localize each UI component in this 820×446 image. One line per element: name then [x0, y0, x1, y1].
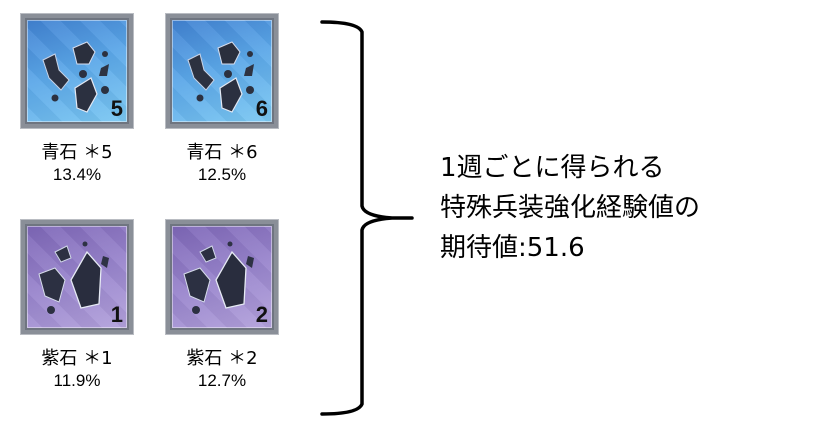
item-label: 紫石 ＊2	[186, 348, 258, 369]
blue-stone-icon: 5	[21, 14, 133, 128]
purple-stone-icon: 1	[21, 220, 133, 334]
summary-line-1: 1週ごとに得られる	[440, 153, 665, 183]
ore-fragments-icon	[183, 241, 254, 314]
ore-fragments-icon	[42, 41, 109, 113]
purple-stone-icon: 2	[166, 220, 278, 334]
item-probability: 13.4%	[52, 165, 102, 184]
item-blue-stone-6: 6 青石 ＊6 12.5%	[164, 14, 280, 186]
item-label: 紫石 ＊1	[41, 348, 113, 369]
item-count: 6	[255, 96, 268, 121]
item-probability: 12.5%	[197, 165, 247, 184]
item-probability: 12.7%	[197, 371, 247, 390]
item-count: 5	[110, 96, 123, 121]
item-blue-stone-5: 5 青石 ＊5 13.4%	[19, 14, 135, 186]
item-purple-stone-1: 1 紫石 ＊1 11.9%	[19, 220, 135, 392]
expected-value-summary: 1週ごとに得られる 特殊兵装強化経験値の 期待値:51.6	[440, 148, 700, 268]
item-count: 1	[110, 302, 123, 327]
ore-fragments-icon	[187, 41, 254, 113]
summary-line-2: 特殊兵装強化経験値の	[440, 193, 701, 223]
item-purple-stone-2: 2 紫石 ＊2 12.7%	[164, 220, 280, 392]
blue-stone-icon: 6	[166, 14, 278, 128]
item-label: 青石 ＊5	[41, 142, 113, 163]
item-count: 2	[255, 302, 268, 327]
ore-fragments-icon	[38, 241, 109, 314]
curly-brace-icon	[320, 20, 414, 416]
summary-line-3: 期待値:51.6	[440, 233, 585, 263]
item-probability: 11.9%	[53, 371, 101, 390]
item-label: 青石 ＊6	[186, 142, 258, 163]
